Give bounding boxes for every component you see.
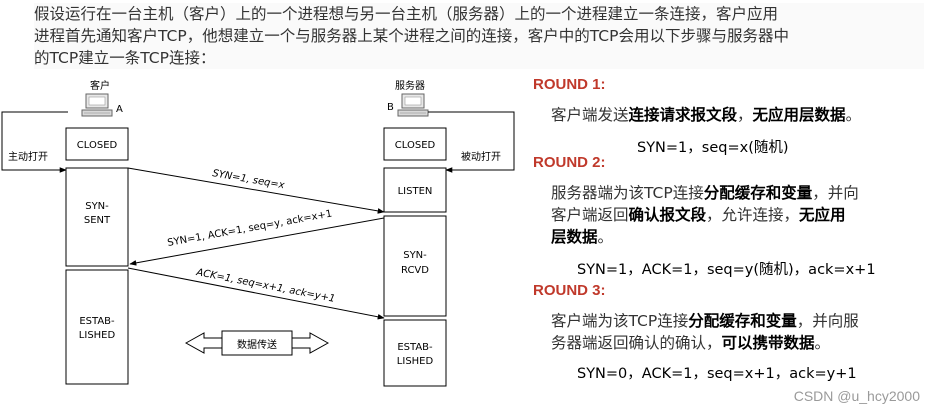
client-computer-icon — [81, 93, 113, 117]
round-1-description: 客户端发送连接请求报文段，无应用层数据。 — [551, 106, 862, 124]
server-letter: B — [387, 102, 394, 113]
round-1-title: ROUND 1: — [533, 76, 606, 93]
ack-arrow — [127, 267, 385, 320]
server-state-closed — [383, 127, 447, 161]
svg-text:ESTAB-: ESTAB- — [397, 342, 433, 353]
client-letter: A — [116, 104, 123, 115]
client-state-closed — [65, 127, 129, 161]
round-2-title: ROUND 2: — [533, 154, 606, 171]
active-open-label: 主动打开 — [8, 150, 48, 163]
round-1-formula: SYN=1，seq=x(随机) — [637, 140, 789, 156]
server-label: 服务器 — [395, 79, 425, 92]
syn-arrow — [127, 167, 385, 214]
server-state-syn-rcvd — [383, 215, 447, 317]
intro-line-1: 假设运行在一台主机（客户）上的一个进程想与另一台主机（服务器）上的一个进程建立一… — [34, 5, 779, 23]
data-transfer-double-arrow — [184, 330, 330, 356]
client-state-syn-sent — [65, 167, 129, 267]
active-open-arrow — [1, 111, 68, 173]
round-3-description: 客户端为该TCP连接分配缓存和变量，并向服 务器端返回确认的确认，可以携带数据。 — [551, 312, 859, 352]
svg-text:SENT: SENT — [84, 215, 111, 226]
svg-text:RCVD: RCVD — [401, 265, 429, 276]
csdn-watermark: CSDN @u_hcy2000 — [793, 388, 920, 404]
server-computer-icon — [397, 93, 429, 117]
svg-text:CLOSED: CLOSED — [77, 140, 118, 151]
three-way-handshake-diagram: 客户 A 服务器 B 主动打开 被动打开 CLOSED SYN- SENT ES… — [0, 72, 520, 412]
round-2-formula: SYN=1，ACK=1，seq=y(随机)，ack=x+1 — [577, 262, 876, 278]
svg-text:LISTEN: LISTEN — [398, 186, 433, 197]
server-state-established — [383, 319, 447, 387]
passive-open-label: 被动打开 — [461, 150, 501, 163]
svg-text:SYN-: SYN- — [85, 201, 109, 212]
svg-text:LISHED: LISHED — [79, 330, 116, 341]
intro-line-3: 的TCP建立一条TCP连接： — [34, 49, 216, 67]
passive-open-arrow — [428, 111, 515, 173]
syn-ack-arrow — [129, 217, 385, 266]
diagram-canvas: 客户 A 服务器 B 主动打开 被动打开 CLOSED SYN- SENT ES… — [0, 72, 520, 412]
client-label: 客户 — [90, 79, 110, 92]
round-2-description: 服务器端为该TCP连接分配缓存和变量，并向 客户端返回确认报文段，允许连接，无应… — [551, 184, 859, 246]
server-state-listen — [383, 167, 447, 213]
data-transfer-label: 数据传送 — [237, 338, 277, 351]
round-3-title: ROUND 3: — [533, 282, 606, 299]
intro-line-2: 进程首先通知客户TCP，他想建立一个与服务器上某个进程之间的连接，客户中的TCP… — [34, 27, 789, 45]
round-3-formula: SYN=0，ACK=1，seq=x+1，ack=y+1 — [577, 366, 857, 382]
svg-text:ESTAB-: ESTAB- — [79, 316, 115, 327]
svg-text:CLOSED: CLOSED — [395, 140, 436, 151]
svg-text:SYN-: SYN- — [403, 250, 427, 261]
client-state-established — [65, 269, 129, 385]
svg-text:LISHED: LISHED — [397, 356, 434, 367]
intro-paragraph: 假设运行在一台主机（客户）上的一个进程想与另一台主机（服务器）上的一个进程建立一… — [34, 3, 924, 69]
